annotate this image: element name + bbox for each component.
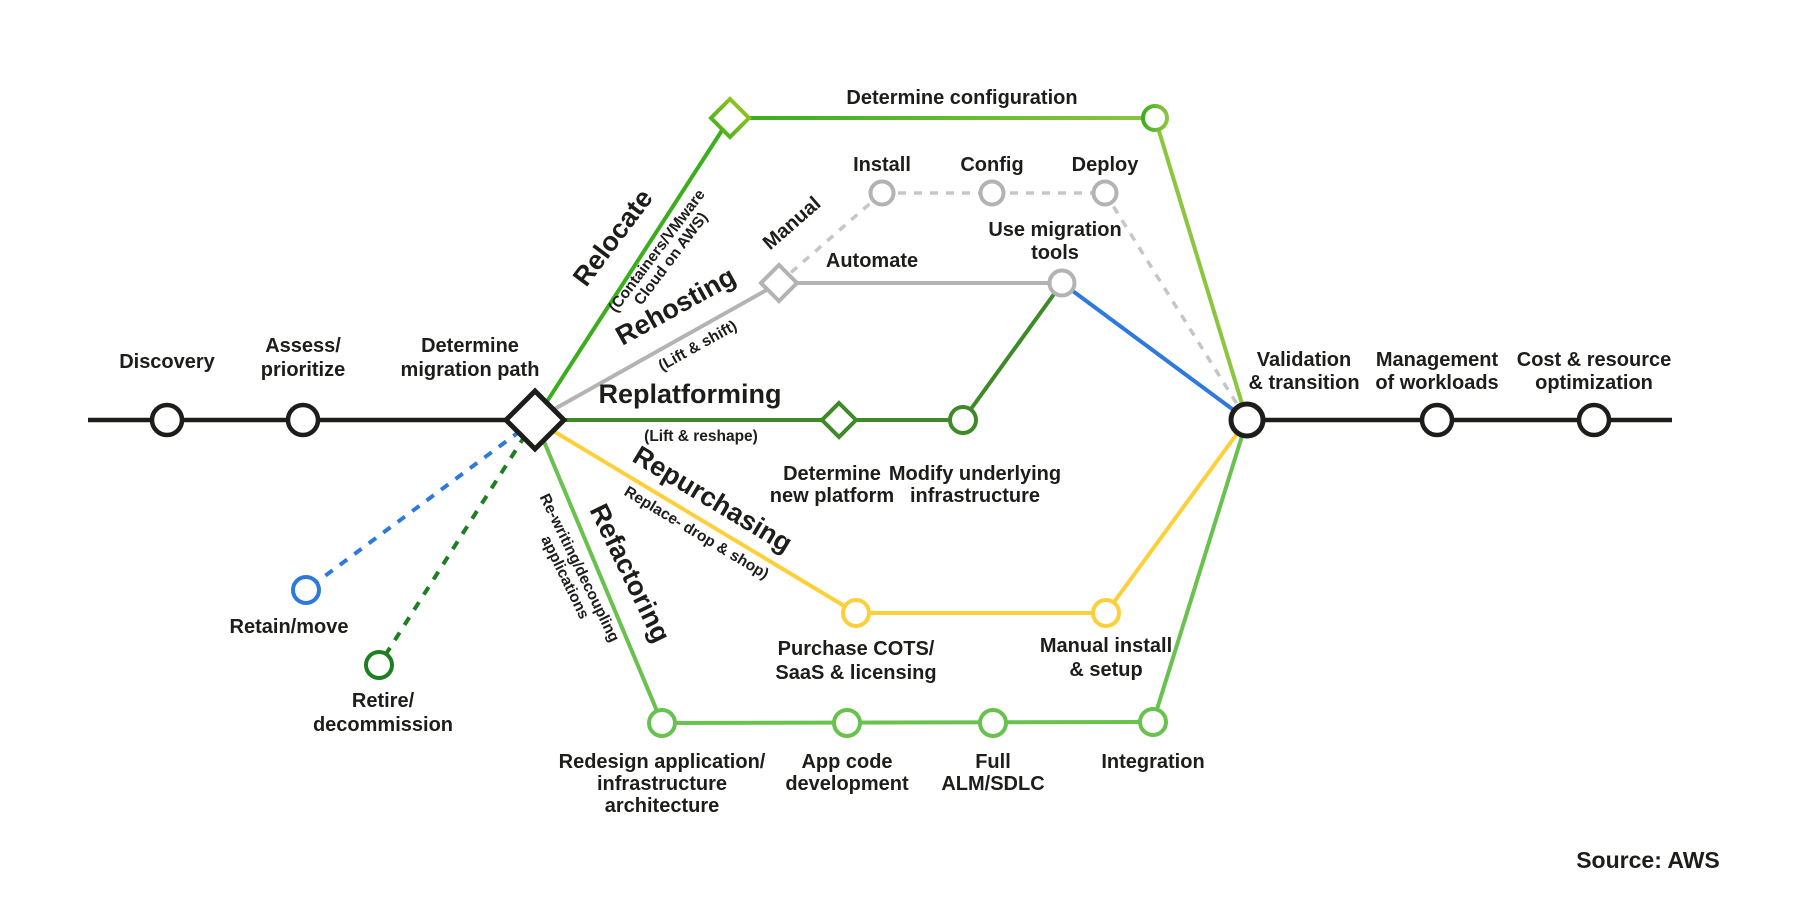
- refactoring-bottom-line: [661, 720, 1154, 725]
- repurchasing-line: [533, 418, 858, 615]
- retain-dashed-line: [304, 418, 537, 592]
- redesign-label-line1: Redesign application/: [559, 751, 766, 773]
- replatforming-subtitle: (Lift & reshape): [644, 428, 758, 445]
- relocate-line: [533, 116, 732, 422]
- integration-to-validation-line: [1151, 419, 1249, 723]
- relocate-to-validation-line: [1153, 117, 1249, 421]
- manual-install-label-line1: Manual install: [1040, 635, 1172, 657]
- retire-label-line1: Retire/: [352, 690, 415, 712]
- cost-label-line1: Cost & resource: [1517, 349, 1672, 371]
- redesign-label-line2: infrastructure: [597, 773, 727, 795]
- modify-infrastructure-label-line2: infrastructure: [910, 485, 1040, 507]
- redesign-label-line3: architecture: [605, 795, 720, 817]
- full-alm-label-line2: ALM/SDLC: [941, 773, 1044, 795]
- assess-label-line1: Assess/: [265, 335, 341, 357]
- purchase-cots-node: [841, 598, 871, 628]
- manual-install-label-line2: & setup: [1069, 659, 1142, 681]
- automate-label: Automate: [826, 250, 918, 272]
- validation-label-line2: & transition: [1248, 372, 1359, 394]
- determine-migration-path-label-line1: Determine: [421, 335, 519, 357]
- determine-new-platform-node: [819, 400, 859, 440]
- retire-dashed-line: [377, 418, 537, 667]
- usetools-to-validation-line: [1060, 281, 1249, 422]
- validation-label-line1: Validation: [1257, 349, 1351, 371]
- refactoring-line: [533, 419, 664, 724]
- relocate-diamond-node: [708, 96, 752, 140]
- manual-label: Manual: [759, 193, 825, 255]
- install-node: [868, 179, 896, 207]
- determine-configuration-node: [1141, 104, 1169, 132]
- determine-migration-path-node: [502, 387, 568, 453]
- full-alm-node: [978, 708, 1008, 738]
- purchase-cots-label-line2: SaaS & licensing: [775, 662, 936, 684]
- full-alm-label-line1: Full: [975, 751, 1011, 773]
- determine-migration-path-label-line2: migration path: [401, 359, 540, 381]
- deploy-to-validation-dashed-line: [1103, 192, 1249, 421]
- use-migration-tools-label-line2: tools: [1031, 242, 1079, 264]
- discovery-node: [149, 402, 185, 438]
- modify-infrastructure-label-line1: Modify underlying: [889, 463, 1061, 485]
- management-label-line1: Management: [1376, 349, 1499, 371]
- management-node: [1419, 402, 1455, 438]
- rehosting-line: [534, 281, 780, 422]
- modify-infrastructure-node: [948, 405, 978, 435]
- retain-label: Retain/move: [230, 616, 349, 638]
- install-label: Install: [853, 154, 911, 176]
- manual-install-node: [1091, 598, 1121, 628]
- config-node: [978, 179, 1006, 207]
- retain-node: [291, 575, 321, 605]
- integration-node: [1138, 707, 1168, 737]
- purchase-cots-label-line1: Purchase COTS/: [778, 638, 935, 660]
- redesign-node: [647, 708, 677, 738]
- use-migration-tools-node: [1047, 268, 1077, 298]
- determine-configuration-label: Determine configuration: [846, 87, 1077, 109]
- determine-new-platform-label-line2: new platform: [770, 485, 894, 507]
- assess-label-line2: prioritize: [261, 359, 345, 381]
- integration-label: Integration: [1101, 751, 1204, 773]
- manual-dashed-line: [777, 191, 884, 285]
- deploy-node: [1091, 179, 1119, 207]
- rehosting-diamond-node: [758, 262, 800, 304]
- source-credit: Source: AWS: [1576, 847, 1720, 873]
- app-code-label-line1: App code: [801, 751, 892, 773]
- discovery-label: Discovery: [119, 351, 215, 373]
- retire-node: [364, 650, 394, 680]
- app-code-label-line2: development: [785, 773, 909, 795]
- cost-node: [1576, 402, 1612, 438]
- modify-to-usetools-line: [961, 281, 1064, 422]
- validation-node: [1228, 401, 1266, 439]
- retire-label-line2: decommission: [313, 714, 453, 736]
- determine-new-platform-label-line1: Determine: [783, 463, 881, 485]
- deploy-label: Deploy: [1072, 154, 1140, 176]
- manualinstall-to-validation-line: [1104, 418, 1249, 615]
- config-label: Config: [960, 154, 1023, 176]
- assess-node: [285, 402, 321, 438]
- use-migration-tools-label-line1: Use migration: [988, 219, 1121, 241]
- cost-label-line2: optimization: [1535, 372, 1653, 394]
- app-code-node: [832, 708, 862, 738]
- replatforming-title: Replatforming: [598, 379, 781, 409]
- management-label-line2: of workloads: [1375, 372, 1498, 394]
